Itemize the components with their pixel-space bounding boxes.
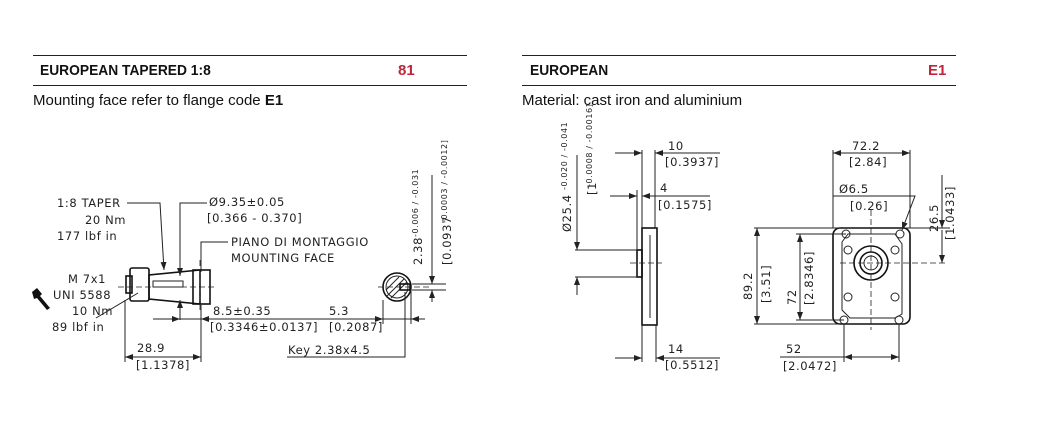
right-subtitle: Material: cast iron and aluminium	[522, 92, 743, 109]
right-side-dimensions: 10 [0.3937] 4 [0.1575] 14 [0.5512] Ø25.4…	[560, 104, 720, 372]
left-subtitle: Mounting face refer to flange code E1	[33, 92, 283, 109]
dim-52: 52	[786, 342, 802, 356]
subtitle-flange-code: E1	[264, 92, 284, 109]
diameter-label: Ø9.35±0.05	[209, 195, 285, 209]
flange-side-view	[630, 227, 662, 326]
pilot-diameter: Ø25.4	[560, 194, 574, 232]
dim-26-5-inch: [1.0433]	[943, 186, 957, 240]
taper-label: 1:8 TAPER	[57, 196, 121, 210]
thread-standard-label: UNI 5588	[53, 288, 111, 302]
dim-72: 72	[785, 289, 799, 305]
dim-5-3: 5.3	[329, 304, 349, 318]
dim-28-9: 28.9	[137, 341, 165, 355]
dim-10: 10	[668, 139, 684, 153]
dim-72-2: 72.2	[852, 139, 880, 153]
mounting-face-italian: PIANO DI MONTAGGIO	[231, 235, 369, 249]
right-section-code: E1	[928, 62, 947, 79]
dim-72-inch: [2.8346]	[802, 251, 816, 305]
nut-torque-lbf: 89 lbf in	[52, 320, 104, 334]
taper-torque-nm: 20 Nm	[85, 213, 126, 227]
dim-8-5: 8.5±0.35	[213, 304, 271, 318]
dim-4-inch: [0.1575]	[658, 198, 712, 212]
dim-14: 14	[668, 342, 684, 356]
tapered-shaft-drawing	[118, 260, 215, 310]
key-width-tolerance: -0.006 / -0.031	[411, 169, 420, 237]
left-section-code: 81	[398, 62, 415, 79]
dim-8-5-inch: [0.3346±0.0137]	[210, 320, 318, 334]
left-bottom-rule	[33, 85, 467, 86]
dim-26-5: 26.5	[927, 204, 941, 232]
dim-4: 4	[660, 181, 668, 195]
pilot-diameter-inch: [1	[585, 182, 599, 195]
left-section-title: EUROPEAN TAPERED 1:8	[40, 62, 211, 79]
dim-52-inch: [2.0472]	[783, 359, 837, 373]
key-width-inch-tolerance: -0.0003 / -0.0012]	[440, 140, 449, 223]
dim-10-inch: [0.3937]	[665, 155, 719, 169]
diameter-inch-label: [0.366 - 0.370]	[207, 211, 302, 225]
dim-72-2-inch: [2.84]	[849, 155, 887, 169]
flange-front-view	[832, 210, 945, 330]
mounting-face-english: MOUNTING FACE	[231, 251, 335, 265]
left-dimensions: 1:8 TAPER 20 Nm 177 lbf in Ø9.35±0.05 [0…	[32, 140, 454, 372]
subtitle-text: Mounting face refer to flange code	[33, 92, 265, 109]
pilot-diameter-inch-tolerance: -0.0008 / -0.0016]	[585, 104, 594, 187]
hole-diameter: Ø6.5	[839, 182, 869, 196]
key-width-inch: [0.0937	[440, 216, 454, 265]
thread-label: M 7x1	[68, 272, 106, 286]
key-width-dim: 2.38	[411, 237, 425, 265]
nut-torque-nm: 10 Nm	[72, 304, 113, 318]
key-label: Key 2.38x4.5	[288, 343, 370, 357]
pilot-diameter-tolerance: -0.020 / -0.041	[560, 122, 569, 190]
right-section-title: EUROPEAN	[530, 62, 609, 79]
dim-89-2-inch: [3.51]	[759, 265, 773, 303]
dim-14-inch: [0.5512]	[665, 358, 719, 372]
right-bottom-rule	[522, 85, 956, 86]
dim-89-2: 89.2	[741, 272, 755, 300]
hole-diameter-inch: [0.26]	[850, 199, 888, 213]
wrench-icon	[32, 288, 50, 310]
right-front-dimensions: 72.2 [2.84] Ø6.5 [0.26] 26.5 [1.0433] 89…	[741, 139, 957, 373]
taper-torque-lbf: 177 lbf in	[57, 229, 117, 243]
left-top-rule	[33, 55, 467, 56]
dim-28-9-inch: [1.1378]	[136, 358, 190, 372]
right-top-rule	[522, 55, 956, 56]
shaft-section-view	[378, 272, 430, 302]
dim-5-3-inch: [0.2087]	[329, 320, 383, 334]
